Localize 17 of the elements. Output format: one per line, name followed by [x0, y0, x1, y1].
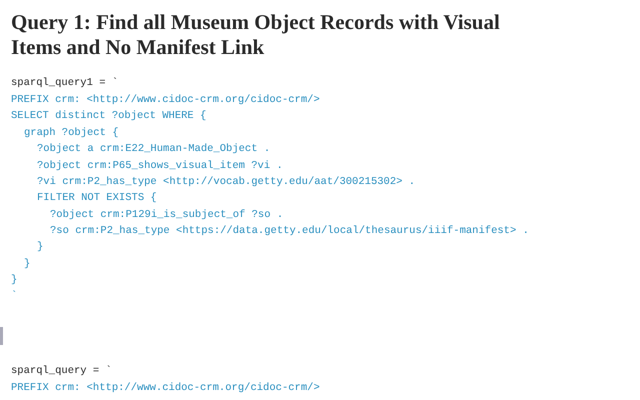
- code-line: }: [24, 257, 30, 271]
- code-line: SELECT distinct ?object WHERE {: [11, 109, 206, 123]
- code-line: ?object crm:P65_shows_visual_item ?vi .: [37, 159, 283, 173]
- code-line: ?object a crm:E22_Human-Made_Object .: [37, 142, 270, 156]
- code-line: FILTER NOT EXISTS {: [37, 191, 157, 205]
- code-line: PREFIX crm: <http://www.cidoc-crm.org/cidoc-crm/>: [11, 93, 320, 107]
- code-line: `: [11, 289, 18, 303]
- code-line: sparql_query1 = `: [11, 76, 118, 90]
- code-line: graph ?object {: [24, 126, 119, 140]
- code-line: sparql_query = `: [11, 364, 112, 378]
- code-line: ?so crm:P2_has_type <https://data.getty.edu/local/thesaurus/iiif-manifest> .: [50, 224, 529, 238]
- code-line: PREFIX crm: <http://www.cidoc-crm.org/cidoc-crm/>: [11, 381, 320, 395]
- code-line: ?vi crm:P2_has_type <http://vocab.getty.edu/aat/300215302> .: [37, 175, 416, 189]
- heading: Query 1: Find all Museum Object Records with Visual Items and No Manifest Link: [11, 10, 501, 60]
- code-line: ?object crm:P129i_is_subject_of ?so .: [50, 208, 284, 222]
- code-line: }: [37, 240, 44, 254]
- code-line: }: [11, 273, 18, 287]
